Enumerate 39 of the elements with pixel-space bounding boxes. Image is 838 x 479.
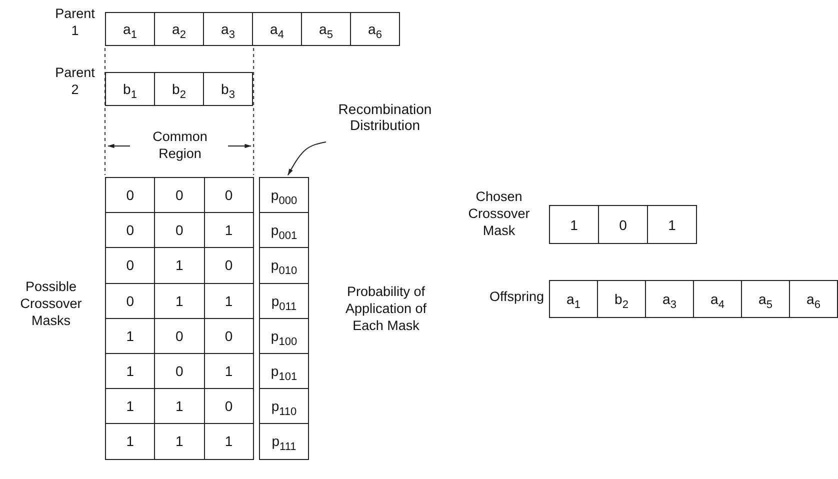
table-cell: p$_{101}$ bbox=[259, 353, 309, 390]
table-cell: b$_{2}$ bbox=[597, 280, 646, 318]
table-cell: b$_{2}$ bbox=[154, 72, 204, 106]
table-cell: b$_{3}$ bbox=[203, 72, 253, 106]
table-cell: 1 bbox=[105, 423, 156, 460]
table-cell: a$_{3}$ bbox=[645, 280, 694, 318]
label-text: Parent 1 bbox=[54, 5, 96, 39]
table-cell: a$_{6}$ bbox=[789, 280, 838, 318]
table-cell: a$_{6}$ bbox=[350, 12, 400, 46]
label-text: Probability of Application of Each Mask bbox=[344, 283, 428, 334]
annotation-text: Recombination Distribution bbox=[330, 98, 440, 136]
label-text: Offspring bbox=[488, 288, 544, 305]
label-text: Common Region bbox=[152, 128, 208, 162]
table-cell: a$_{5}$ bbox=[301, 12, 351, 46]
table-cell: a$_{5}$ bbox=[741, 280, 790, 318]
label-text: Parent 2 bbox=[54, 64, 96, 98]
table-cell: p$_{011}$ bbox=[259, 282, 309, 319]
table-cell: a$_{2}$ bbox=[154, 12, 204, 46]
table-cell: a$_{4}$ bbox=[252, 12, 302, 46]
table-cell: 0 bbox=[598, 205, 648, 244]
table-cell: b$_{1}$ bbox=[105, 72, 155, 106]
label-text: Possible Crossover Masks bbox=[19, 278, 83, 329]
table-cell: p$_{110}$ bbox=[259, 388, 309, 424]
table-cell: a$_{1}$ bbox=[105, 12, 155, 46]
table-cell: a$_{1}$ bbox=[549, 280, 598, 318]
table-cell: p$_{001}$ bbox=[259, 212, 309, 248]
table-cell: p$_{111}$ bbox=[259, 423, 309, 460]
table-cell: a$_{4}$ bbox=[693, 280, 742, 318]
table-cell: 0 bbox=[105, 177, 156, 214]
table-cell: 1 bbox=[549, 205, 599, 244]
table-cell: 0 bbox=[204, 177, 254, 214]
table-cell: a$_{3}$ bbox=[203, 12, 253, 46]
table-cell: p$_{100}$ bbox=[259, 318, 309, 354]
table-cell: p$_{000}$ bbox=[259, 177, 309, 214]
leader-arrow bbox=[288, 142, 326, 176]
table-cell: p$_{010}$ bbox=[259, 247, 309, 284]
table-cell: 1 bbox=[204, 423, 254, 460]
table-cell: 1 bbox=[647, 205, 697, 244]
label-text: Chosen Crossover Mask bbox=[467, 188, 531, 239]
